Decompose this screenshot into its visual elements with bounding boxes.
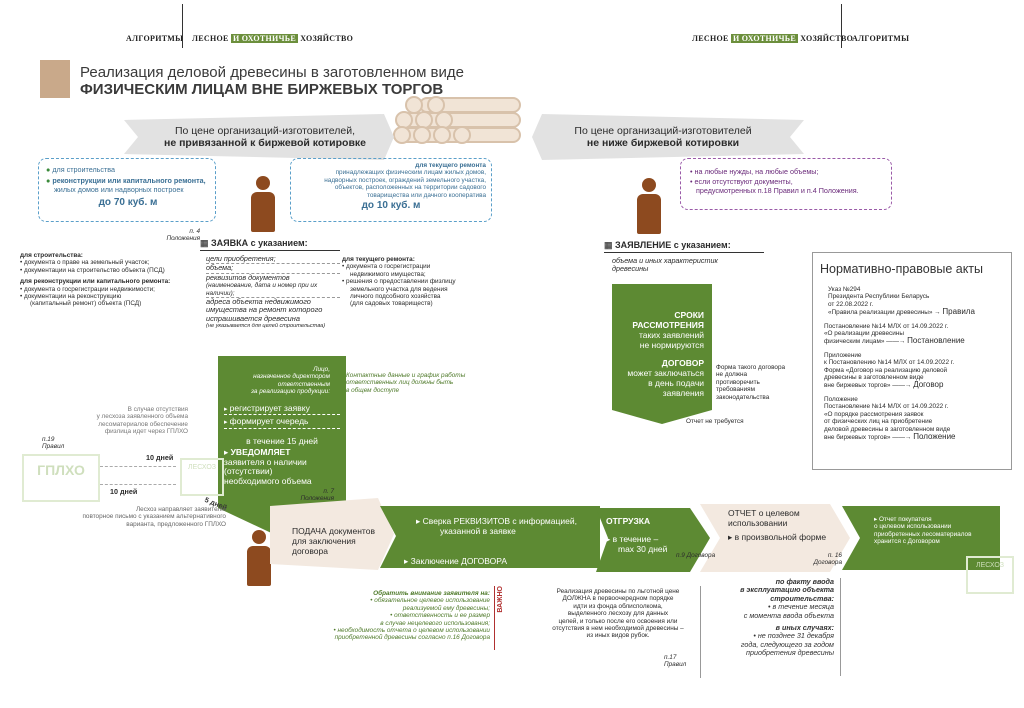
- gplho-building: ГПЛХО: [22, 454, 100, 502]
- report-deadline: по факту ввода в эксплуатацию объекта ст…: [740, 577, 834, 658]
- step-verify: ▸ Сверка РЕКВИЗИТОВ с информацией,указан…: [416, 516, 577, 536]
- left-banner-shape: [124, 114, 394, 160]
- preferential-ref: п.17 Правил: [664, 654, 687, 669]
- condition-no-docs: • если отсутствуют документы,предусмотре…: [690, 177, 859, 195]
- header-left-magazine: ЛЕСНОЕ И ОХОТНИЧЬЕ ХОЗЯЙСТВО: [192, 34, 354, 43]
- mid-documents: для текущего ремонта: • документа о госр…: [342, 256, 456, 308]
- legal-acts-panel: [812, 252, 1012, 470]
- contact-note: Контактные данные и график работы ответс…: [346, 372, 466, 394]
- person-icon: [248, 176, 278, 232]
- legal-acts-title: Нормативно-правовые акты: [820, 262, 984, 276]
- step-register: ▸ регистрирует заявку: [224, 404, 340, 416]
- left-price-banner: По цене организаций-изготовителей, не пр…: [163, 125, 367, 149]
- header-right-magazine: ЛЕСНОЕ И ОХОТНИЧЬЕ ХОЗЯЙСТВО: [692, 34, 854, 43]
- left-documents: для строительства: • документа о праве н…: [20, 252, 171, 308]
- limit-70: до 70 куб. м: [98, 197, 158, 209]
- header-right-section: АЛГОРИТМЫ: [852, 34, 910, 43]
- right-green-panel: [612, 284, 712, 424]
- title-accent: [40, 60, 70, 98]
- leshoz-letter-note: Лесхоз направляет заявителю повторное пи…: [82, 506, 226, 528]
- left-condition-box-2: [290, 158, 492, 222]
- header-left-section: АЛГОРИТМЫ: [126, 34, 184, 43]
- no-report-note: Отчет не требуется: [686, 418, 744, 425]
- gplho-note: В случае отсутствия у лесхоза заявленног…: [96, 406, 188, 436]
- right-condition-box: [680, 158, 892, 210]
- person-icon: [634, 178, 664, 234]
- left-condition-box-1: [38, 158, 216, 222]
- limit-10: до 10 куб. м: [361, 200, 421, 212]
- log-pile-icon: [393, 96, 521, 144]
- legal-postanovlenie: Постановление №14 МЛХ от 14.09.2022 г.«О…: [824, 322, 965, 346]
- days-10-b: 10 дней: [110, 487, 138, 496]
- condition-construction: ● для строительства: [46, 165, 116, 174]
- condition-any-needs: • на любые нужды, на любые объемы;: [690, 167, 819, 176]
- shipment-ref: п.9 Договора: [676, 552, 716, 559]
- report-ref: п. 16 Договора: [813, 552, 842, 567]
- leshoz-building-right: ЛЕСХОЗ: [966, 556, 1014, 594]
- step-queue: ▸ формирует очередь: [224, 417, 340, 429]
- bottom-flow-shapes: [270, 498, 1000, 572]
- step-contract: ▸ Заключение ДОГОВОРА: [404, 556, 508, 566]
- person-icon: [244, 530, 274, 586]
- zayavka-ref: п. 4 Положения: [166, 228, 201, 243]
- zayavka-title: ▦ ЗАЯВКА с указанием:: [200, 238, 340, 251]
- attention-box: Обратить внимание заявителя на: • обязат…: [333, 590, 491, 642]
- step-shipment: ОТГРУЗКА ▸ в течение – max 30 дней: [606, 516, 668, 554]
- page-title: Реализация деловой древесины в заготовле…: [80, 64, 464, 98]
- right-price-banner: По цене организаций-изготовителей не ниж…: [574, 125, 752, 149]
- center-ref: п. 7 Положения: [300, 488, 335, 503]
- step-notify: ▸ УВЕДОМЛЯЕТ заявителя о наличии(отсутст…: [224, 447, 312, 486]
- days-10-a: 10 дней: [146, 453, 174, 462]
- right-banner-shape: [532, 114, 804, 160]
- zayavka-box: ▦ ЗАЯВКА с указанием: цели приобретения;…: [200, 238, 340, 331]
- leshoz-building-left: ЛЕСХОЗ: [180, 458, 224, 496]
- zayavlenie-box: ▦ ЗАЯВЛЕНИЕ с указанием: объема и иных х…: [604, 240, 764, 274]
- important-tag: ВАЖНО: [494, 586, 507, 650]
- condition-reconstruction: ● реконструкции или капитального ремонта…: [46, 176, 206, 194]
- center-green-panel: [218, 356, 346, 538]
- gplho-ref: п.19 Правил: [42, 436, 65, 451]
